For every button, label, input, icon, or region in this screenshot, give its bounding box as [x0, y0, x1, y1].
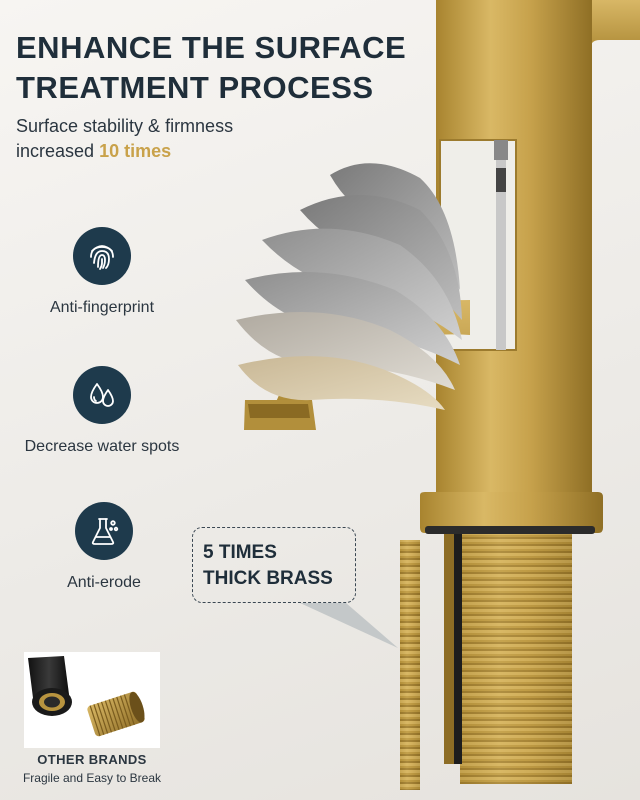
water-drops-icon: [90, 383, 114, 407]
feature-anti-erode: Anti-erode: [44, 502, 164, 592]
flask-icon: [91, 518, 119, 545]
feature-water-spots: Decrease water spots: [4, 366, 200, 456]
other-brands-title: OTHER BRANDS: [37, 752, 147, 767]
other-brands-subtitle: Fragile and Easy to Break: [22, 771, 162, 785]
fingerprint-icon: [90, 245, 114, 270]
feature-label: Anti-fingerprint: [49, 299, 155, 316]
feature-label: Anti-erode: [67, 574, 141, 591]
subtitle-text: Surface stability & firmness increased: [16, 116, 234, 161]
feature-icon-badge: [75, 502, 133, 560]
subtitle: Surface stability & firmness increased 1…: [16, 114, 316, 164]
feature-icon-badge: [73, 366, 131, 424]
thick-brass-callout: 5 TIMES THICK BRASS: [192, 527, 356, 603]
feature-label: Decrease water spots: [24, 438, 180, 455]
feature-anti-fingerprint: Anti-fingerprint: [36, 227, 168, 317]
subtitle-accent: 10 times: [99, 141, 172, 161]
callout-line-1: 5 TIMES: [203, 542, 277, 563]
other-brands-photo: [24, 652, 160, 748]
callout-line-2: THICK BRASS: [203, 568, 333, 589]
feature-icon-badge: [73, 227, 131, 285]
page-title: ENHANCE THE SURFACE TREATMENT PROCESS: [16, 30, 407, 105]
